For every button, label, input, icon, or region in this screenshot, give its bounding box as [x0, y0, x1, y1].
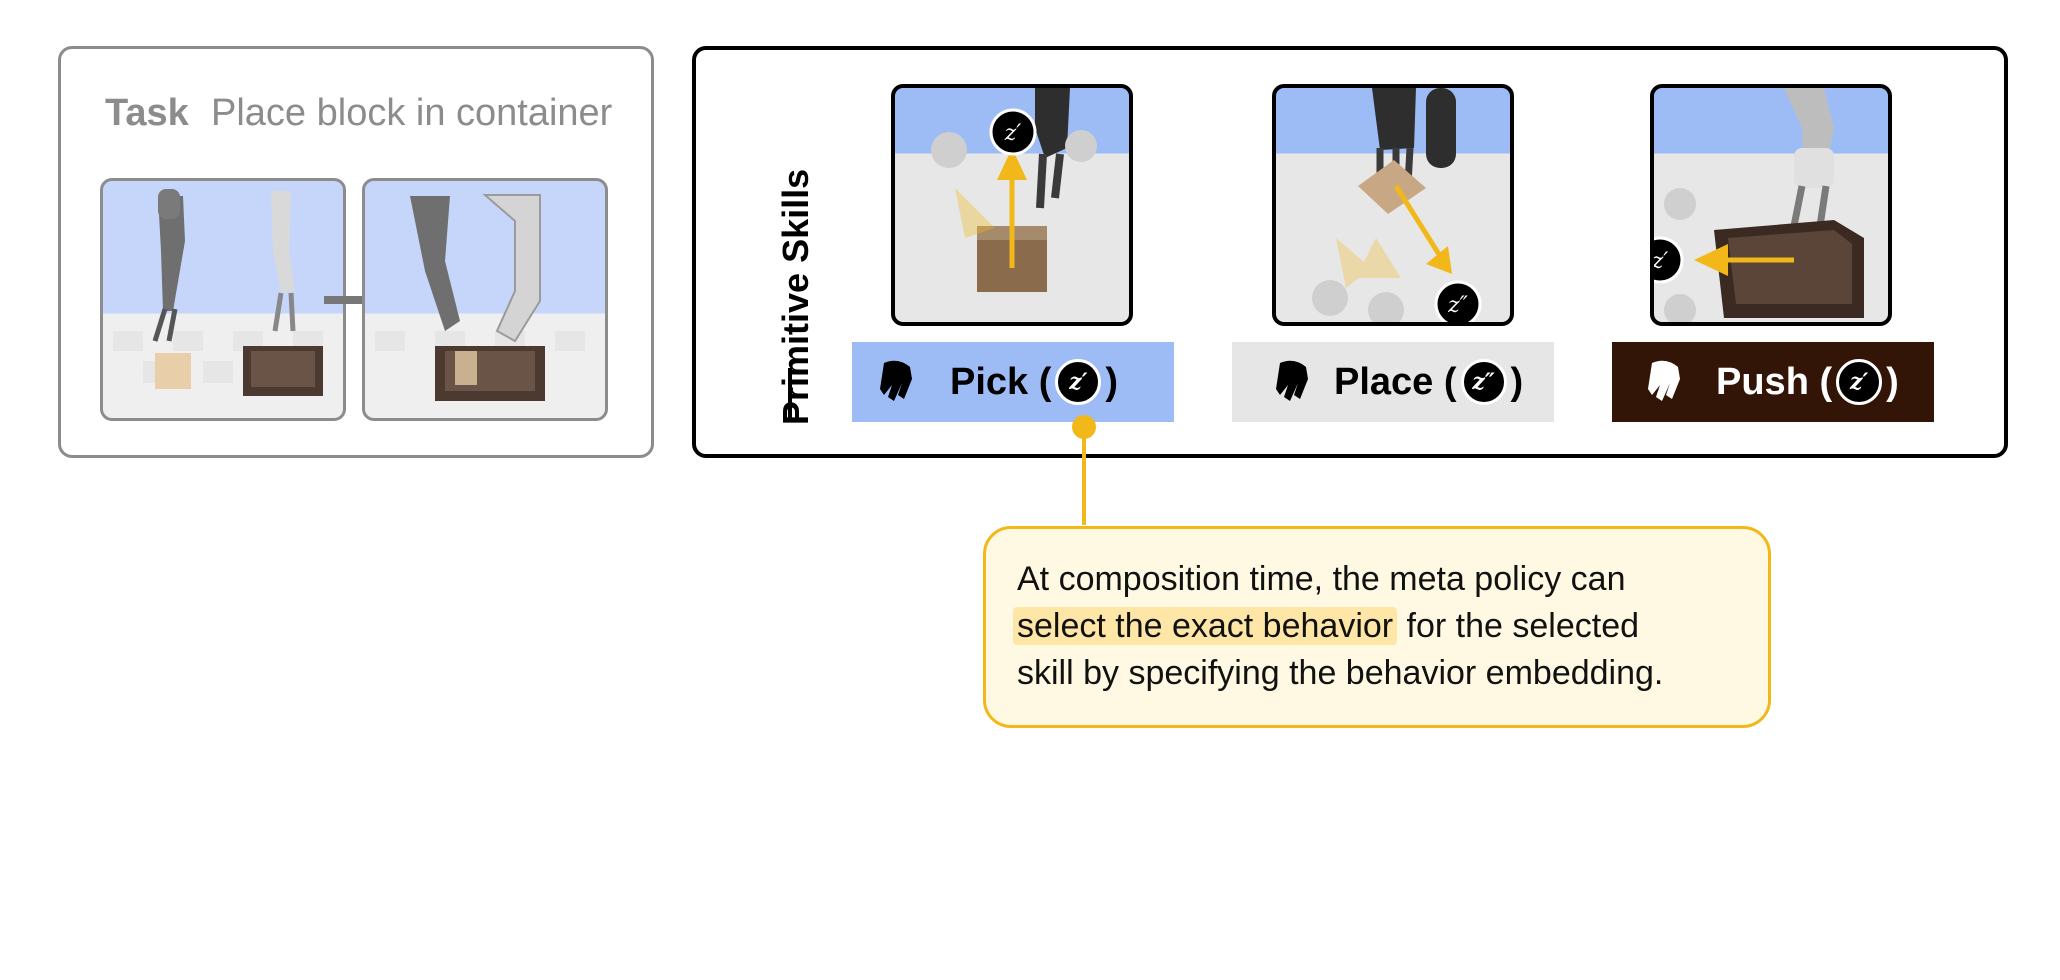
skill-pick: Pick ( z′ )	[852, 342, 1174, 422]
embedding-badge: z′	[1836, 359, 1883, 405]
skills-heading: Primitive Skills	[775, 168, 816, 425]
skill-push-name: Push (	[1716, 360, 1833, 403]
svg-text:z″: z″	[1447, 293, 1469, 318]
robot-scene-goal	[375, 194, 585, 401]
callout-line-1: At composition time, the meta policy can	[1017, 560, 1626, 598]
pick-scene: z′	[931, 88, 1097, 292]
robot-hand-icon	[1648, 360, 1680, 401]
robot-scene-start	[113, 189, 323, 396]
skills-panel	[692, 46, 2008, 458]
skill-push: Push ( z′ )	[1612, 342, 1934, 422]
task-description: Place block in container	[211, 92, 613, 134]
task-panel	[58, 46, 654, 458]
heading-divider	[788, 368, 792, 420]
skill-place-name: Place (	[1334, 360, 1457, 403]
close-paren: )	[1105, 360, 1119, 403]
robot-hand-icon	[1276, 360, 1308, 401]
skill-pick-name: Pick (	[950, 360, 1052, 403]
embedding-badge: z′	[1055, 359, 1102, 405]
place-scene: z″	[1312, 88, 1482, 322]
callout-highlight: select the exact behavior	[1013, 607, 1398, 645]
embedding-badge: z″	[1460, 359, 1507, 405]
task-label: Task	[105, 92, 189, 134]
task-start-image	[100, 178, 346, 421]
close-paren: )	[1886, 360, 1899, 403]
svg-text:z′: z′	[1004, 121, 1022, 146]
skill-place: Place ( z″ )	[1232, 342, 1554, 422]
callout-line-3: skill by specifying the behavior embeddi…	[1017, 654, 1664, 692]
place-skill-image: z″	[1272, 84, 1514, 326]
callout-anchor-dot	[1072, 415, 1096, 439]
push-skill-image: z′	[1650, 84, 1892, 326]
callout-line-2: select the exact behavior for the select…	[1013, 607, 1640, 646]
pick-skill-image: z′	[891, 84, 1133, 326]
callout-connector	[1082, 425, 1086, 525]
svg-text:z′: z′	[1654, 249, 1668, 274]
push-scene: z′	[1654, 88, 1864, 322]
callout-line-2-rest: for the selected	[1397, 607, 1640, 645]
task-goal-image	[362, 178, 608, 421]
robot-hand-icon	[880, 360, 912, 401]
close-paren: )	[1510, 360, 1524, 403]
